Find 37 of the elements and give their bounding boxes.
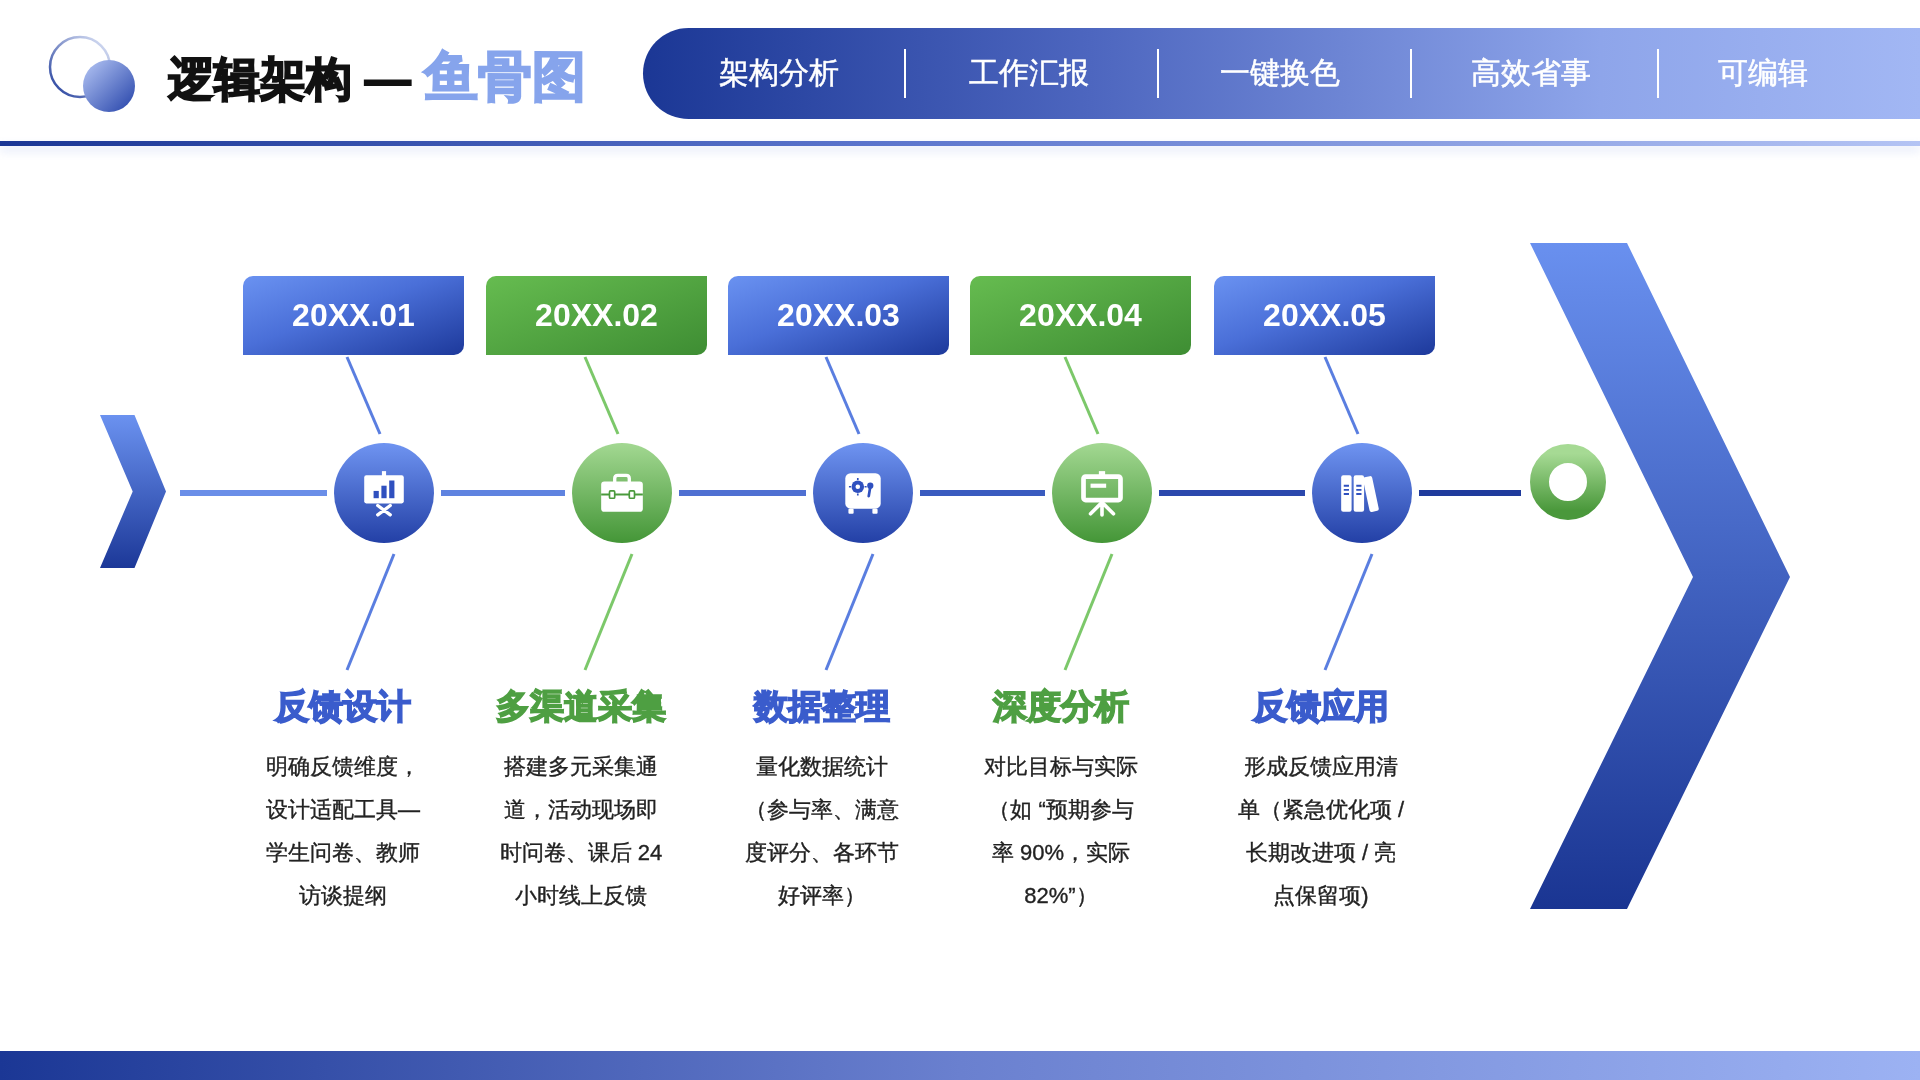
spine-line [920,490,1045,496]
branch-line [583,356,620,435]
branch-line [345,553,396,671]
branch-line [824,356,861,435]
date-box: 20XX.02 [486,276,707,355]
branch-line [1323,553,1374,671]
step-description: 对比目标与实际（如 “预期参与率 90%，实际 82%”） [983,753,1139,910]
step-description: 量化数据统计（参与率、满意度评分、各环节好评率） [744,753,900,910]
nav-label: 架构分析 [719,55,839,91]
nav-label: 可编辑 [1718,55,1808,91]
spine-line [1419,490,1521,496]
branch-line [1063,553,1114,671]
spine-line [1159,490,1305,496]
step-heading: 反馈设计 [275,686,411,726]
step-description: 明确反馈维度，设计适配工具—学生问卷、教师访谈提纲 [265,753,421,910]
step-description: 搭建多元采集通道，活动现场即时问卷、课后 24 小时线上反馈 [498,753,664,910]
spine-line [441,490,565,496]
date-box: 20XX.05 [1214,276,1435,355]
step-heading: 多渠道采集 [496,686,666,726]
date-box: 20XX.03 [728,276,949,355]
branch-line [1323,356,1360,435]
date-box: 20XX.01 [243,276,464,355]
step-description: 形成反馈应用清单（紧急优化项 / 长期改进项 / 亮点保留项) [1236,753,1406,910]
branch-line [824,553,875,671]
date-box: 20XX.04 [970,276,1191,355]
page-title: 逻辑架构 — 鱼骨图 [168,44,586,108]
nav-label: 高效省事 [1471,55,1591,91]
step-heading: 数据整理 [754,686,890,726]
step-heading: 深度分析 [993,686,1129,726]
nav-label: 工作汇报 [969,55,1089,91]
branch-line [1063,356,1100,435]
branch-line [583,553,634,671]
spine-line [679,490,806,496]
step-heading: 反馈应用 [1253,686,1389,726]
spine-line [180,490,327,496]
nav-label: 一键换色 [1220,55,1340,91]
branch-line [345,356,382,435]
